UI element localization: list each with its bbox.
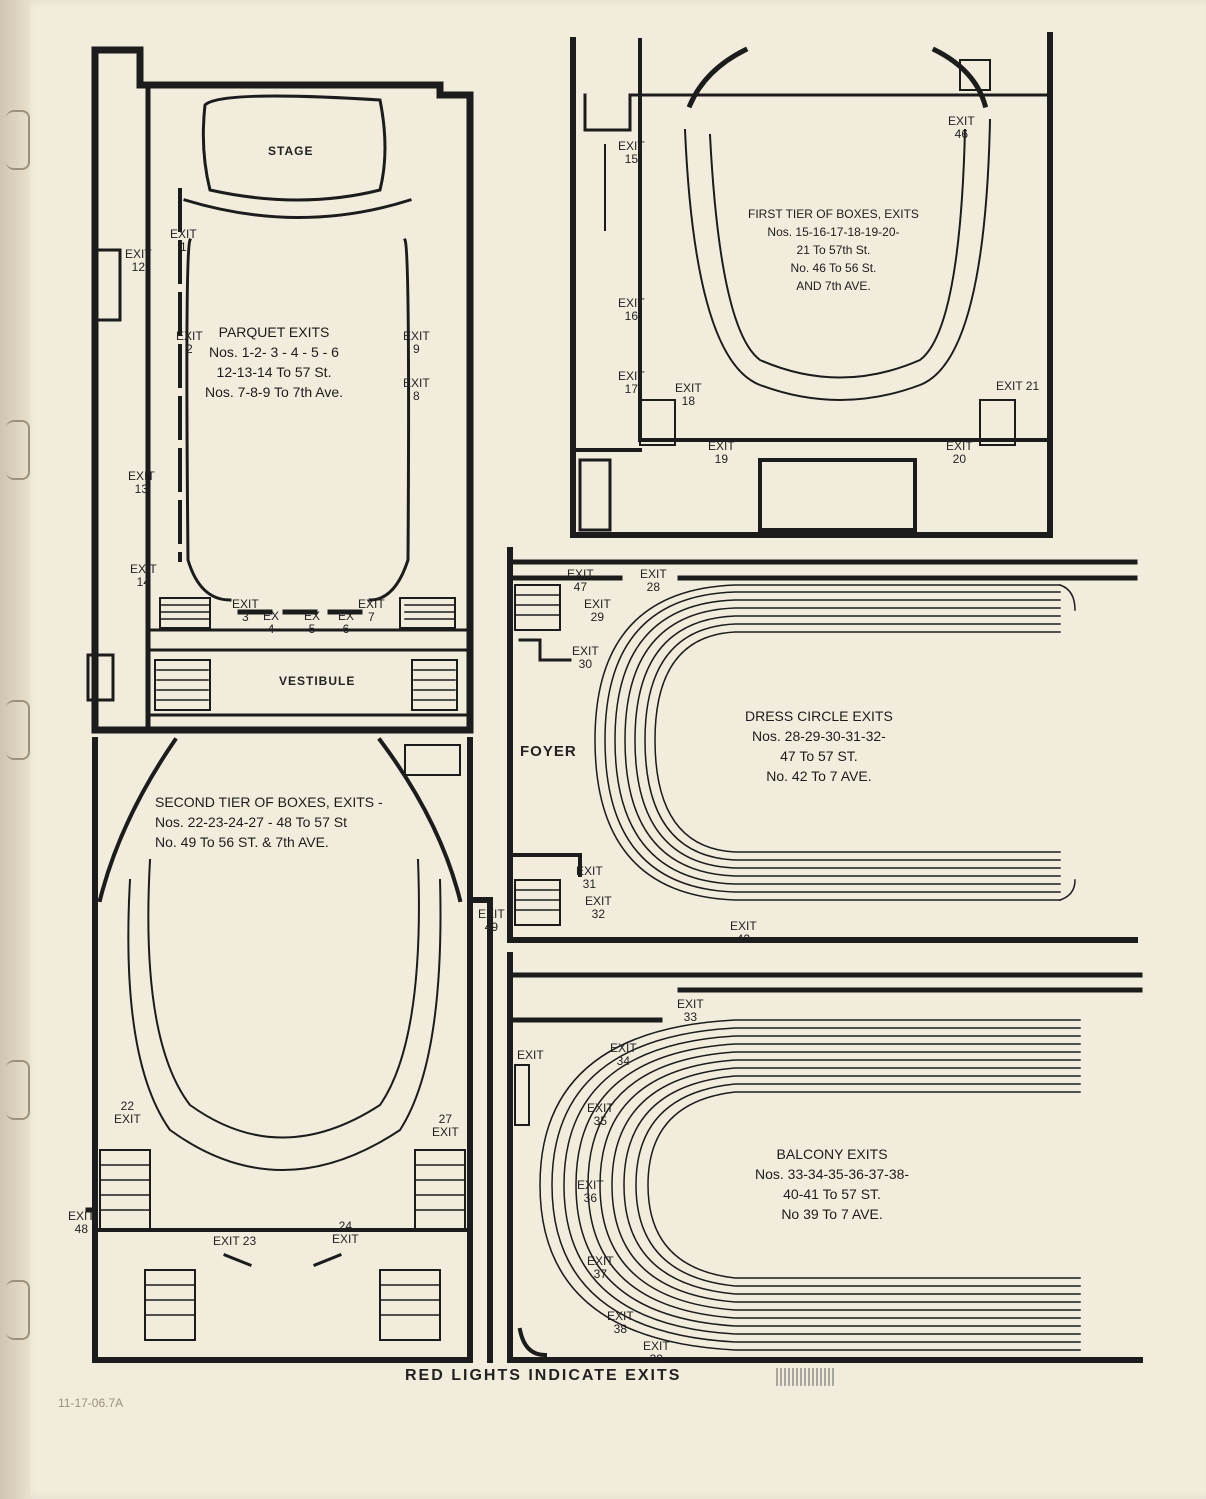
exit-38-label: EXIT 38 bbox=[607, 1309, 634, 1336]
binding-ring bbox=[6, 420, 30, 480]
footer-note: RED LIGHTS INDICATE EXITS bbox=[405, 1367, 682, 1384]
exit-22-label: 22 EXIT bbox=[114, 1099, 141, 1126]
exit-2-label: EXIT 2 bbox=[176, 329, 203, 356]
binding-ring bbox=[6, 110, 30, 170]
exit-24-label: 24 EXIT bbox=[332, 1219, 359, 1246]
first-tier-caption: FIRST TIER OF BOXES, EXITS Nos. 15-16-17… bbox=[748, 207, 919, 293]
exit-7-label: EXIT 7 bbox=[358, 597, 385, 624]
exit-42-label: EXIT 42 bbox=[730, 919, 757, 946]
exit-13-label: EXIT 13 bbox=[128, 469, 155, 496]
exit-4-label: EX 4 bbox=[263, 609, 280, 636]
exit-8-label: EXIT 8 bbox=[403, 376, 430, 403]
exit-21-label: EXIT 21 bbox=[996, 379, 1040, 393]
exit-48-label: EXIT 48 bbox=[68, 1209, 95, 1236]
exit-34-label: EXIT 34 bbox=[610, 1041, 637, 1068]
exit-23-label: EXIT 23 bbox=[213, 1234, 257, 1248]
exit-5-label: EX 5 bbox=[304, 609, 321, 636]
first-tier-plan bbox=[570, 32, 1053, 538]
dress-circle-caption: DRESS CIRCLE EXITS Nos. 28-29-30-31-32- … bbox=[745, 708, 893, 784]
exit-16-label: EXIT 16 bbox=[618, 296, 645, 323]
exit-46-label: EXIT 46 bbox=[948, 114, 975, 141]
exit-49-label: EXIT 49 bbox=[478, 907, 505, 934]
exit-12-label: EXIT 12 bbox=[125, 247, 152, 274]
exit-14-label: EXIT 14 bbox=[130, 562, 157, 589]
exit-32-label: EXIT 32 bbox=[585, 894, 612, 921]
exit-balcony-label: EXIT bbox=[517, 1048, 544, 1062]
exit-3-label: EXIT 3 bbox=[232, 597, 259, 624]
balcony-plan bbox=[507, 952, 1143, 1363]
stage-label: STAGE bbox=[268, 144, 314, 158]
parquet-plan bbox=[86, 46, 474, 734]
binding-edge bbox=[0, 0, 30, 1499]
exit-29-label: EXIT 29 bbox=[584, 597, 611, 624]
exit-30-label: EXIT 30 bbox=[572, 644, 599, 671]
exit-20-label: EXIT 20 bbox=[946, 439, 973, 466]
exit-36-label: EXIT 36 bbox=[577, 1178, 604, 1205]
exit-1-label: EXIT 1 bbox=[170, 227, 197, 254]
exit-47-label: EXIT 47 bbox=[567, 567, 594, 594]
exit-39-label: EXIT 39 bbox=[643, 1339, 670, 1366]
exit-9-label: EXIT 9 bbox=[403, 329, 430, 356]
exit-18-label: EXIT 18 bbox=[675, 381, 702, 408]
exit-17-label: EXIT 17 bbox=[618, 369, 645, 396]
printer-mark bbox=[776, 1368, 836, 1386]
balcony-caption: BALCONY EXITS Nos. 33-34-35-36-37-38- 40… bbox=[755, 1146, 910, 1222]
exit-33-label: EXIT 33 bbox=[677, 997, 704, 1024]
exit-35-label: EXIT 35 bbox=[587, 1101, 614, 1128]
second-tier-caption: SECOND TIER OF BOXES, EXITS - Nos. 22-23… bbox=[155, 794, 383, 850]
foyer-label: FOYER bbox=[520, 743, 577, 760]
exit-19-label: EXIT 19 bbox=[708, 439, 735, 466]
exit-37-label: EXIT 37 bbox=[587, 1254, 614, 1281]
parquet-caption: PARQUET EXITS Nos. 1-2- 3 - 4 - 5 - 6 12… bbox=[205, 324, 344, 400]
exit-15-label: EXIT 15 bbox=[618, 139, 645, 166]
binding-ring bbox=[6, 1060, 30, 1120]
exit-28-label: EXIT 28 bbox=[640, 567, 667, 594]
pencil-annotation: 11-17-06.7A bbox=[58, 1396, 124, 1410]
vestibule-label: VESTIBULE bbox=[279, 674, 356, 688]
dress-circle-plan bbox=[507, 547, 1138, 943]
binding-ring bbox=[6, 700, 30, 760]
exit-31-label: EXIT 31 bbox=[576, 864, 603, 891]
binding-ring bbox=[6, 1280, 30, 1340]
exit-27-label: 27 EXIT bbox=[432, 1112, 459, 1139]
exit-6-label: EX 6 bbox=[338, 609, 355, 636]
second-tier-plan bbox=[85, 737, 493, 1363]
